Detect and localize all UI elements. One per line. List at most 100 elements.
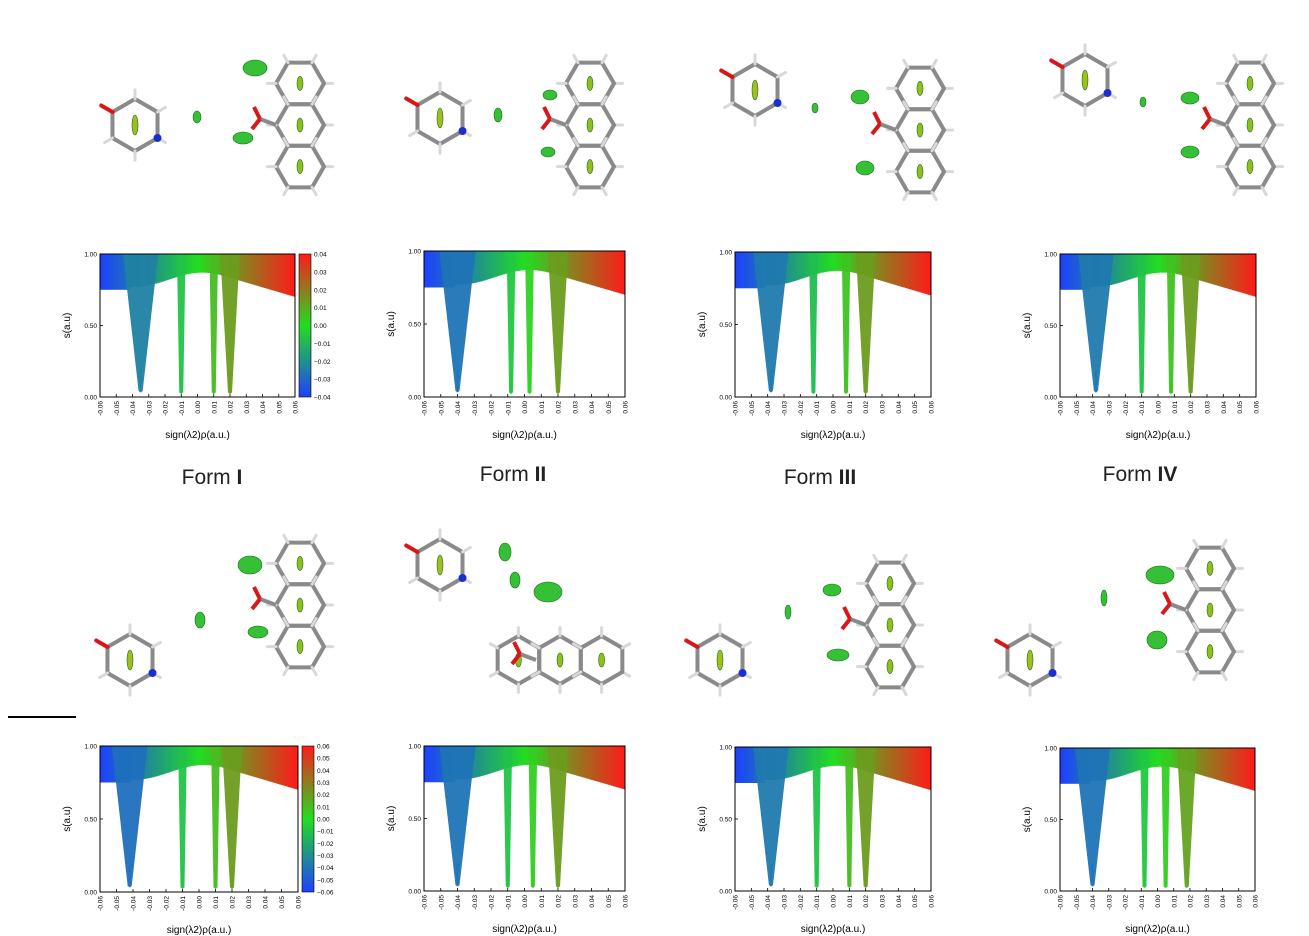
y-tick-label: 1.00: [84, 252, 97, 259]
density-column: [284, 746, 287, 787]
density-column: [579, 251, 583, 282]
molecule-pair-6: [404, 528, 632, 694]
x-tick-label: 0.04: [260, 401, 267, 414]
density-column: [217, 254, 220, 275]
x-tick-label: 0.06: [1253, 895, 1260, 908]
density-column: [590, 746, 594, 780]
density-column: [583, 746, 586, 778]
density-column: [170, 254, 174, 279]
density-column: [482, 746, 485, 776]
density-column: [1152, 254, 1155, 274]
nci-spike-4: [222, 746, 242, 888]
density-column: [620, 251, 623, 294]
density-column: [474, 746, 478, 778]
x-tick-label: 0.01: [211, 401, 218, 414]
density-column: [885, 747, 888, 777]
density-column: [476, 251, 479, 283]
density-column: [607, 251, 610, 290]
density-column: [162, 746, 166, 775]
nci-spike-3: [209, 254, 219, 393]
density-column: [496, 251, 500, 277]
density-column: [260, 746, 264, 780]
density-column: [1211, 254, 1215, 285]
density-column: [102, 254, 106, 290]
density-column: [208, 254, 211, 273]
density-column: [622, 746, 625, 789]
x-tick-label: -0.04: [1090, 401, 1097, 416]
density-column: [605, 251, 609, 290]
density-column: [168, 746, 171, 773]
density-column: [798, 747, 802, 775]
density-column: [151, 746, 155, 778]
x-tick-label: 0.06: [623, 401, 630, 414]
density-column: [1170, 748, 1173, 768]
density-column: [753, 747, 757, 783]
density-column: [1125, 748, 1128, 775]
density-column: [426, 251, 430, 288]
density-column: [744, 252, 748, 289]
density-column: [585, 251, 588, 284]
density-column: [255, 746, 258, 778]
density-column: [195, 746, 198, 766]
density-column: [158, 254, 161, 283]
density-column: [741, 252, 744, 289]
density-column: [876, 747, 879, 775]
density-column: [1223, 748, 1227, 782]
density-column: [520, 251, 524, 271]
density-column: [288, 254, 292, 296]
density-column: [1234, 748, 1237, 786]
density-column: [735, 252, 739, 289]
nci-spike-2: [809, 252, 818, 393]
density-column: [743, 252, 746, 289]
density-column: [614, 251, 618, 293]
density-column: [1069, 748, 1073, 784]
density-column: [430, 251, 433, 288]
density-column: [793, 747, 796, 776]
density-column: [1128, 748, 1132, 774]
density-column: [746, 252, 750, 289]
density-column: [474, 251, 478, 283]
density-column: [743, 747, 746, 783]
x-tick-label: -0.04: [130, 401, 137, 416]
x-tick-label: -0.05: [749, 895, 756, 910]
density-column: [1075, 254, 1078, 290]
density-column: [737, 747, 741, 783]
nci-spike-2: [812, 747, 821, 887]
x-tick-label: -0.02: [1123, 401, 1130, 416]
density-column: [1121, 748, 1125, 776]
density-column: [600, 746, 603, 783]
density-column: [472, 251, 476, 284]
colorbar-tick-label: 0.01: [314, 305, 327, 312]
x-axis-label: sign(λ2)ρ(a.u.): [492, 924, 557, 935]
x-tick-label: -0.02: [1123, 895, 1130, 910]
density-column: [1071, 254, 1075, 290]
density-column: [161, 254, 165, 282]
density-column: [748, 252, 751, 289]
density-column: [522, 746, 526, 766]
x-tick-label: -0.01: [814, 401, 821, 416]
density-column: [197, 746, 200, 766]
density-column: [841, 747, 845, 766]
density-column: [117, 254, 120, 290]
density-column: [917, 252, 920, 292]
density-column: [906, 747, 910, 784]
density-column: [434, 746, 437, 783]
density-column: [797, 252, 800, 280]
x-tick-label: -0.06: [98, 401, 105, 416]
density-column: [739, 747, 742, 783]
density-column: [1060, 254, 1064, 290]
density-column: [291, 746, 295, 789]
density-column: [739, 252, 742, 289]
colorbar-tick-label: −0.01: [314, 341, 331, 348]
x-tick-label: 0.06: [929, 895, 936, 908]
density-column: [598, 251, 601, 288]
density-column: [539, 251, 542, 271]
x-tick-label: -0.02: [163, 401, 170, 416]
density-column: [171, 746, 175, 772]
colorbar-tick-label: −0.06: [317, 890, 334, 897]
density-column: [1152, 748, 1155, 768]
density-column: [1214, 748, 1218, 780]
density-column: [1209, 748, 1212, 778]
nci-spike-1: [753, 252, 789, 392]
density-column: [888, 747, 892, 779]
